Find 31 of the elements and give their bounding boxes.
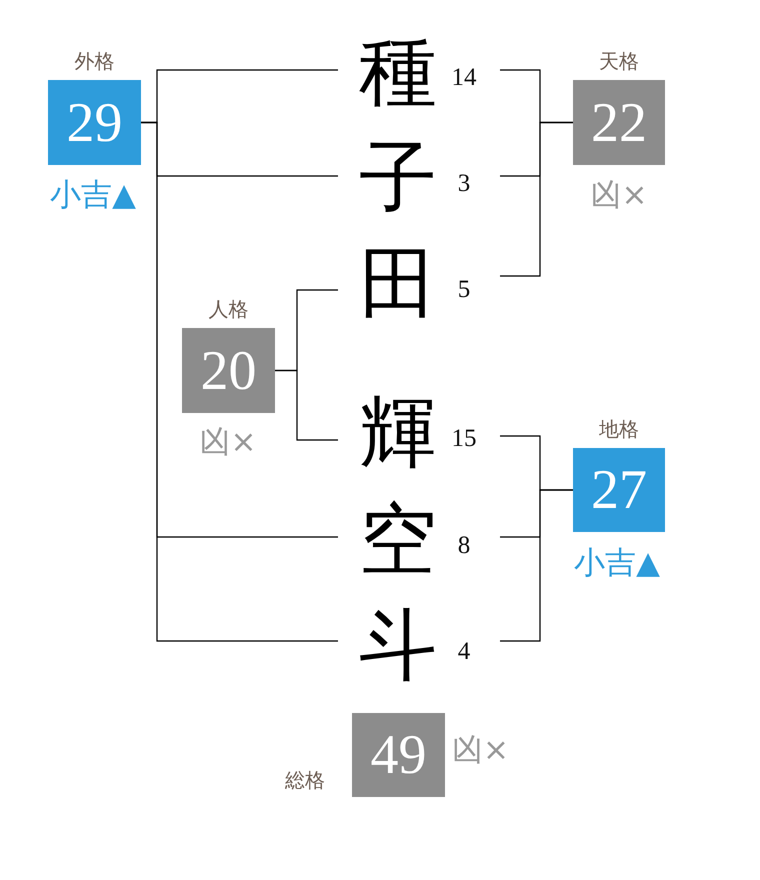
name-kanji: 空	[358, 500, 438, 580]
stroke-count: 14	[452, 64, 476, 92]
fortune-label: 凶×	[452, 731, 509, 769]
grade-label: 外格	[74, 48, 114, 74]
grade-label: 地格	[599, 416, 639, 442]
name-kanji: 子	[358, 138, 438, 218]
name-kanji: 種	[358, 32, 438, 112]
name-kanji: 田	[358, 244, 438, 324]
stroke-count: 4	[458, 638, 470, 666]
score-box: 20	[182, 328, 275, 413]
connector-line	[500, 122, 573, 277]
name-kanji: 斗	[358, 606, 438, 686]
fortune-label: 凶×	[590, 176, 648, 214]
grade-label: 人格	[208, 296, 248, 322]
score-box: 49	[352, 713, 445, 797]
stroke-count: 15	[452, 425, 476, 453]
connector-line	[500, 489, 573, 642]
fortune-label: 小吉▲	[50, 176, 136, 214]
stroke-count: 8	[458, 532, 470, 560]
score-box: 29	[48, 80, 141, 165]
stroke-count: 3	[458, 170, 470, 198]
connector-line	[141, 122, 338, 642]
score-box: 22	[573, 80, 665, 165]
connector-line	[275, 370, 338, 441]
grade-label: 総格	[285, 767, 325, 793]
stroke-count: 5	[458, 276, 470, 304]
score-box: 27	[573, 448, 665, 532]
name-kanji: 輝	[358, 393, 438, 473]
fortune-label: 小吉▲	[574, 544, 660, 582]
grade-label: 天格	[599, 48, 639, 74]
fortune-label: 凶×	[200, 423, 256, 461]
